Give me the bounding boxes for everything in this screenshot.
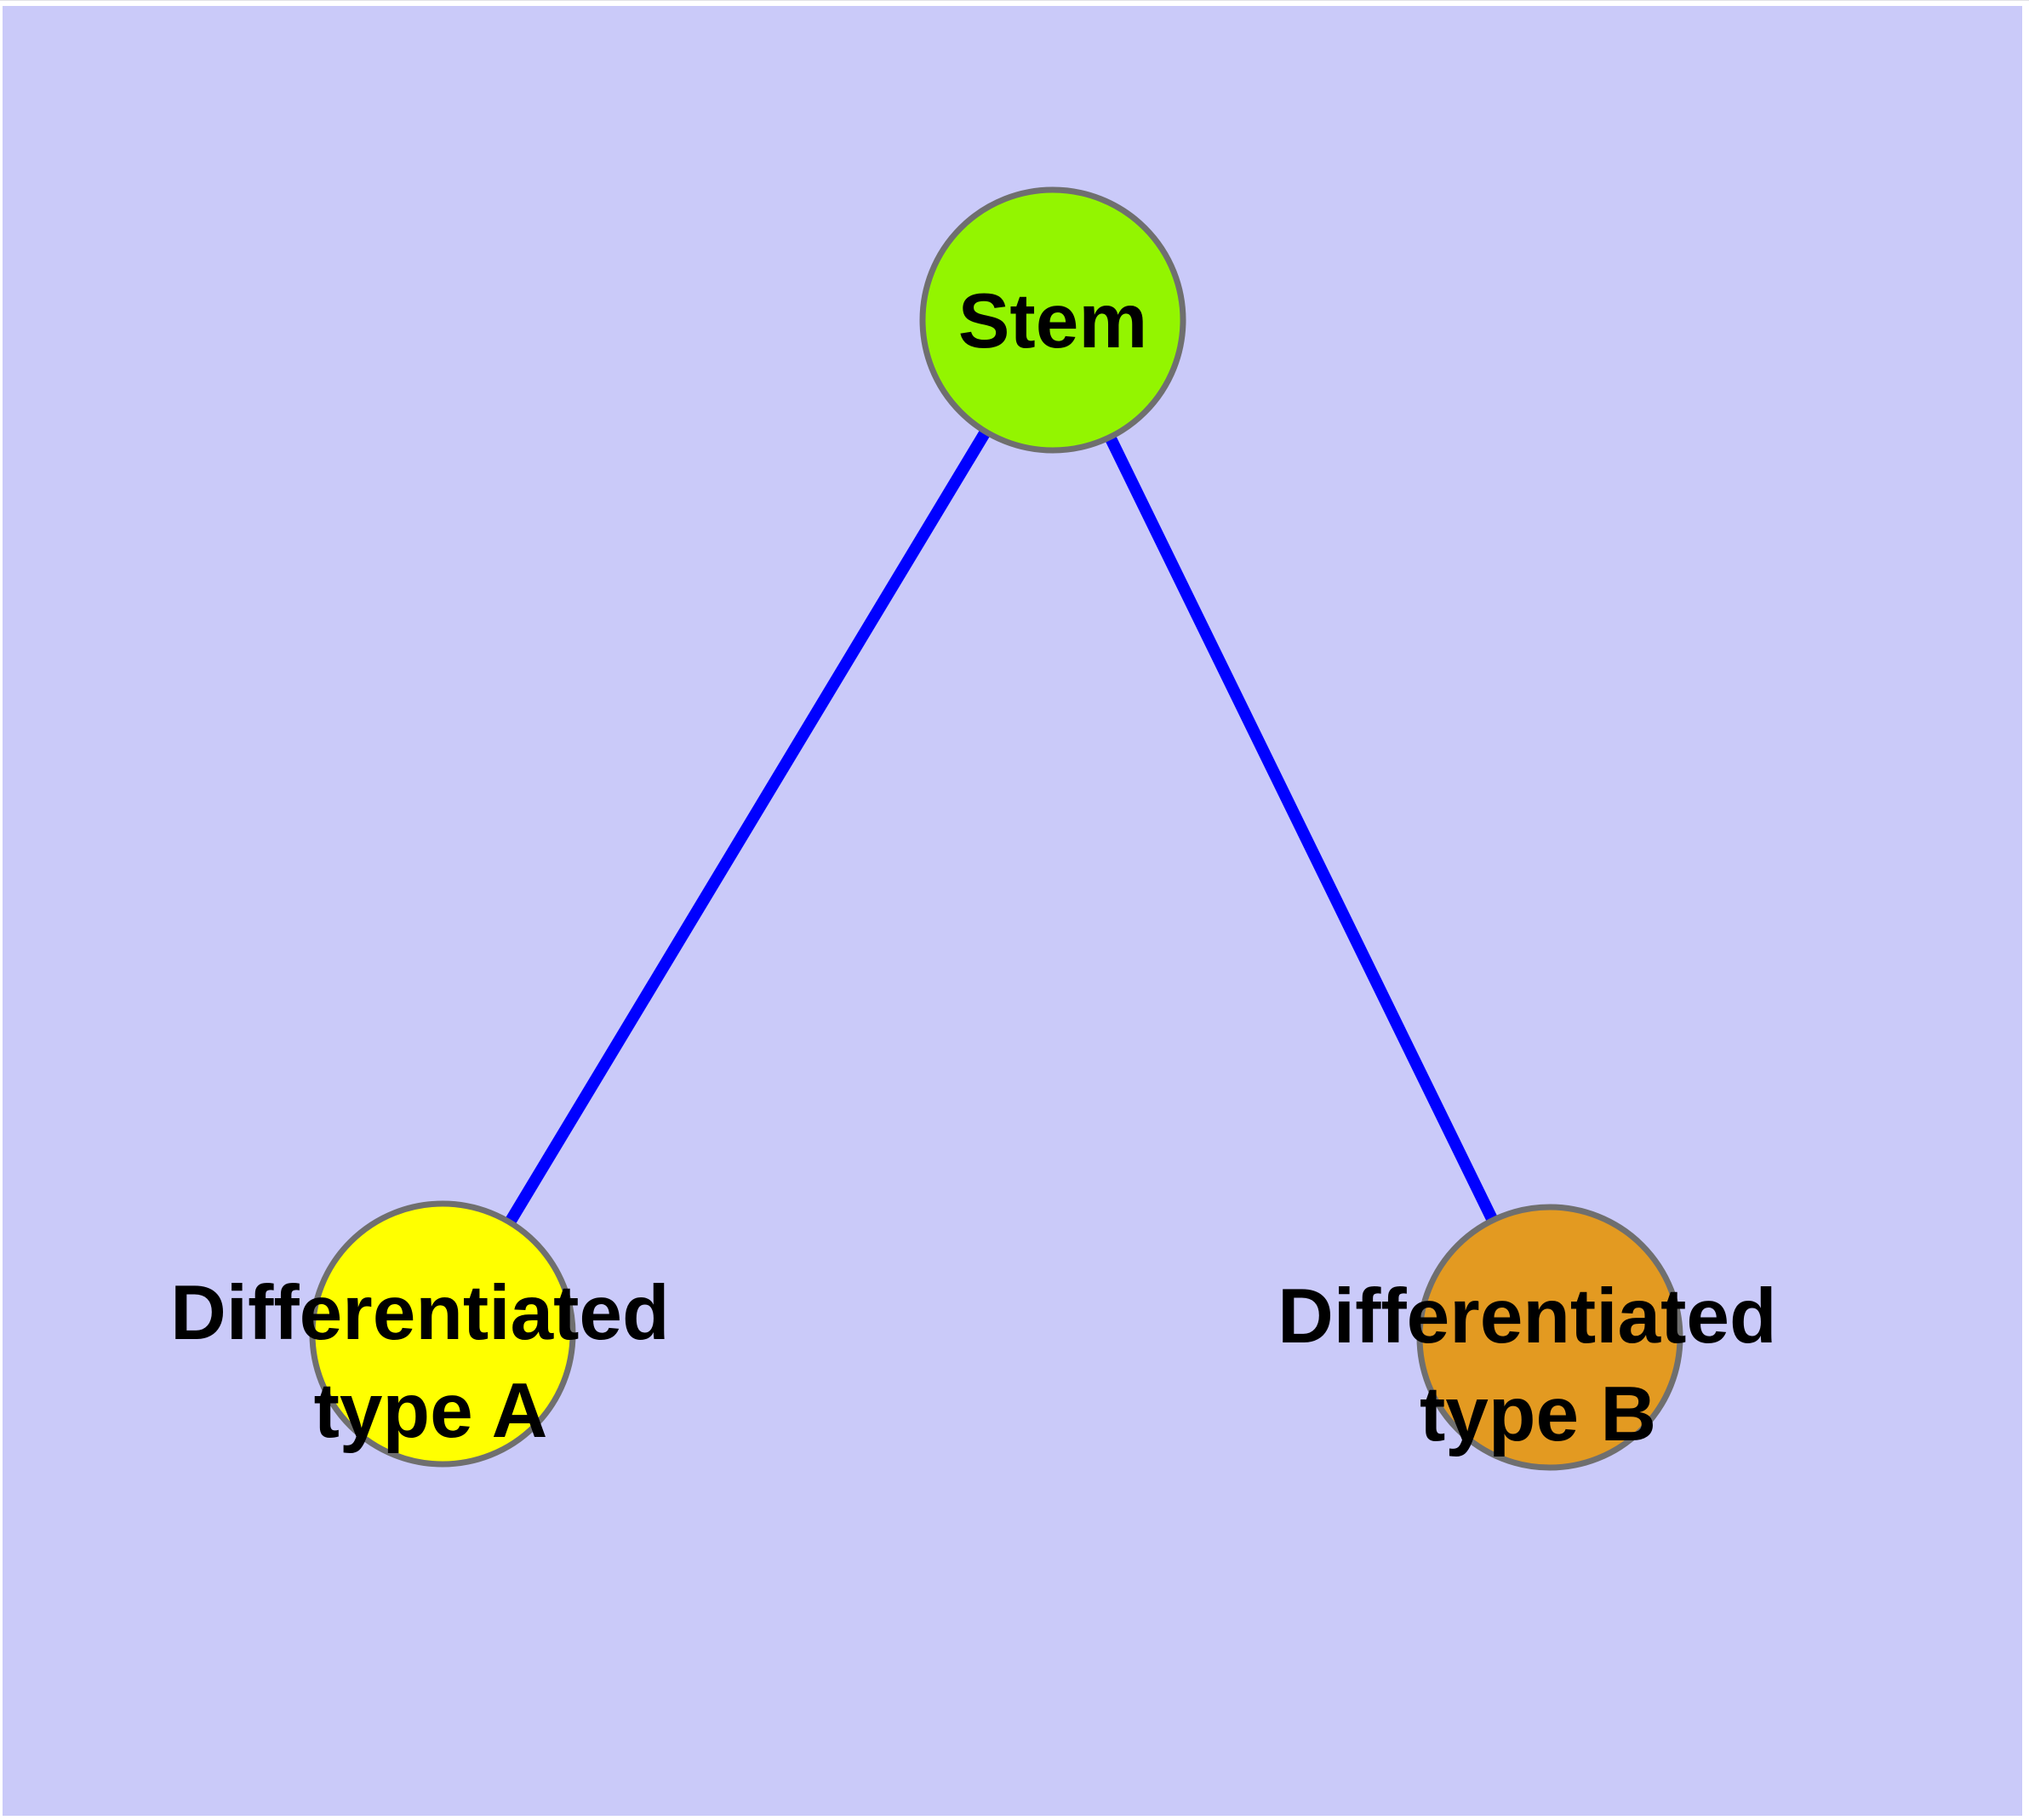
node-differentiated-type-b-circle bbox=[1416, 1204, 1683, 1471]
edge-stem-to-type-a bbox=[437, 317, 1058, 1337]
node-stem-circle bbox=[919, 186, 1186, 454]
edge-stem-to-type-b bbox=[1047, 317, 1556, 1341]
node-differentiated-type-b-label: Differentiated type B bbox=[1277, 1273, 1798, 1457]
node-differentiated-type-a-label: Differentiated type A bbox=[170, 1270, 691, 1454]
node-differentiated-type-b-label-line1: Differentiated bbox=[1277, 1273, 1777, 1359]
node-differentiated-type-a-label-line2: type A bbox=[314, 1368, 548, 1454]
node-differentiated-type-a-label-line1: Differentiated bbox=[170, 1270, 670, 1356]
node-stem-label: Stem bbox=[958, 278, 1148, 364]
node-differentiated-type-a-circle bbox=[309, 1200, 576, 1468]
node-differentiated-type-b-label-line2: type B bbox=[1420, 1371, 1656, 1457]
